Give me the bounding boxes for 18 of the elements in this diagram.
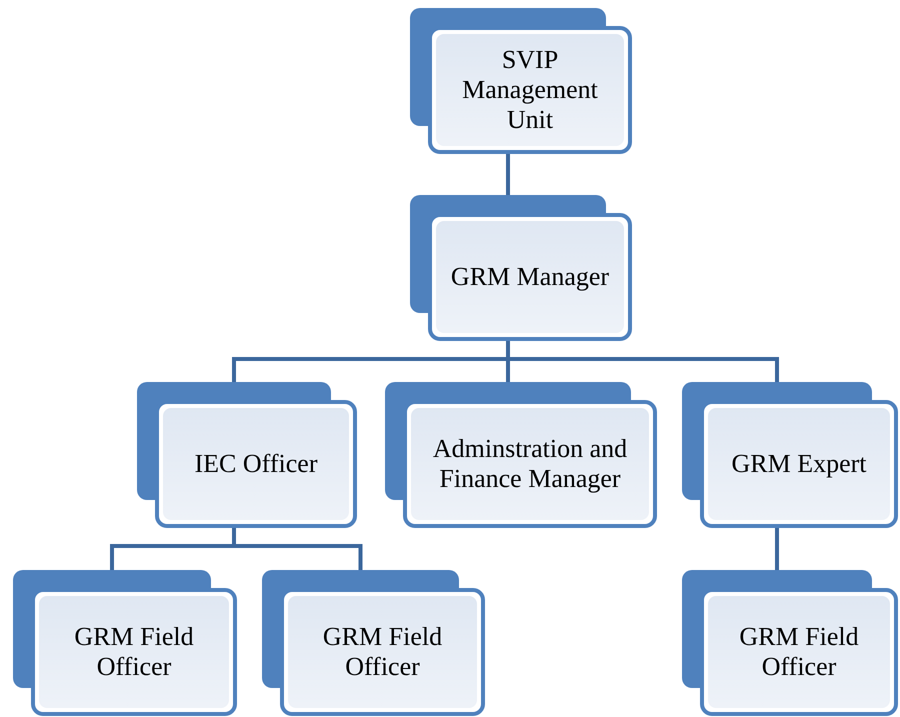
- org-box: [137, 382, 357, 528]
- box-label: GRM Expert: [731, 449, 867, 479]
- box-label: GRM Field Officer: [73, 622, 195, 682]
- box-label: IEC Officer: [194, 449, 318, 479]
- connector-line: [775, 528, 779, 570]
- org-box: [682, 570, 898, 716]
- box-label: GRM Field Officer: [322, 622, 444, 682]
- box-label: GRM Manager: [450, 262, 610, 292]
- box-label: SVIP Management Unit: [461, 45, 599, 135]
- box-label: Adminstration and Finance Manager: [432, 434, 628, 494]
- box-label: GRM Field Officer: [738, 622, 860, 682]
- org-box: [682, 382, 898, 528]
- org-box: [410, 195, 632, 341]
- org-box: [13, 570, 237, 716]
- connector-line: [506, 154, 510, 195]
- org-box: [262, 570, 485, 716]
- org-box: [410, 8, 632, 154]
- org-box: [385, 382, 657, 528]
